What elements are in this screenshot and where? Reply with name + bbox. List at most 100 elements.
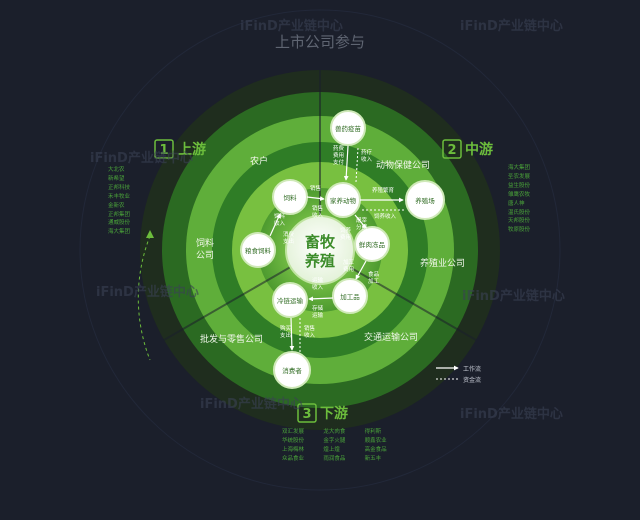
flow-label-tuzai: 分割 (356, 223, 368, 231)
company-item: 煌上煌 (323, 446, 340, 453)
label-pifa: 批发与零售公司 (200, 333, 263, 345)
midstream-company-list: 海大集团圣农发展益生股份雏鹰农牧唐人神温氏股份天邦股份牧原股份 (508, 164, 530, 235)
flow-label-shipin: 食品 (368, 270, 380, 278)
company-item: 雏鹰农牧 (508, 191, 531, 198)
section-midstream: 2 中游 (442, 139, 493, 159)
flow-label-xiaoshou: 销售 (310, 184, 321, 192)
section-number-box (442, 139, 462, 159)
flow-label-zhuanzhu: 销售 (304, 324, 315, 332)
watermark: iFinD产业链中心 (460, 406, 563, 422)
company-item: 新希望 (108, 175, 125, 182)
section-number: 2 (447, 143, 456, 158)
flow-labels: 药费 费用 支付 药疗 收入 养殖繁育 饲养收入 销售 销售 收入 饲料 收入 … (274, 144, 397, 339)
label-siliao-line1: 饲料 (196, 237, 214, 249)
svg-text:兽药疫苗: 兽药疫苗 (335, 124, 362, 133)
center-label-line2: 养殖 (304, 252, 335, 270)
flow-label-yaofei: 支付 (333, 158, 345, 166)
node-yangzhichang: 养殖场 (405, 180, 445, 220)
node-xianxian: 鲜肉冻品 (354, 226, 390, 262)
company-item: 金新农 (108, 202, 125, 209)
section-number-box (154, 139, 174, 159)
flow-label-shipin: 加工 (368, 277, 380, 285)
flow-arrow (343, 145, 349, 181)
svg-text:消费者: 消费者 (282, 366, 302, 375)
node-xiaofei: 消费者 (273, 351, 311, 389)
company-item: 圣农发展 (508, 173, 531, 180)
legend-money-label: 资金流 (463, 376, 481, 384)
money-arrows (299, 147, 404, 352)
node-yingshi: 粮食饲料 (240, 232, 276, 268)
company-item: 益生股份 (508, 182, 531, 189)
flow-label-yaofei: 费用 (333, 151, 344, 159)
left-arc-arrowhead (146, 230, 154, 238)
flow-arrow (289, 317, 295, 351)
watermark: iFinD产业链中心 (200, 396, 303, 412)
section-label: 上游 (178, 141, 206, 158)
company-item: 双汇发展 (282, 429, 305, 435)
flow-label-siliaofee: 饲料 (274, 212, 286, 220)
flow-arrow (354, 214, 367, 229)
company-item: 雨润食品 (323, 455, 346, 462)
section-upstream: 1 上游 (154, 139, 206, 159)
left-dashed-arc (137, 235, 151, 361)
flow-label-yaoliao: 收入 (361, 155, 373, 163)
watermark: iFinD产业链中心 (240, 18, 343, 34)
flow-label-siyang: 饲养收入 (374, 212, 397, 220)
flow-arrow (308, 296, 334, 302)
label-siliao-company: 饲料 公司 (196, 237, 217, 261)
svg-text:加工品: 加工品 (340, 292, 360, 301)
flow-label-siyangfee: 饲养 (340, 226, 352, 234)
company-item: 唐人神 (508, 200, 525, 207)
node-jiayang: 家养动物 (325, 182, 361, 218)
node-lenglian: 冷链运输 (272, 282, 308, 318)
outer-guide-ring (79, 9, 561, 491)
label-dongwu: 动物保健公司 (376, 159, 430, 171)
watermark: iFinD产业链中心 (90, 150, 193, 166)
company-item: 上海梅林 (282, 446, 305, 453)
legend-work-label: 工作流 (463, 365, 481, 373)
svg-text:养殖场: 养殖场 (415, 196, 435, 205)
flow-label-shouru: 收入 (312, 211, 324, 219)
company-item: 龙大肉食 (323, 429, 346, 435)
watermarks: iFinD产业链中心 iFinD产业链中心 iFinD产业链中心 iFinD产业… (90, 18, 565, 422)
section-label: 中游 (465, 141, 493, 158)
node-jiagong: 加工品 (332, 278, 368, 314)
flow-label-goumai: 购买 (280, 324, 292, 332)
company-item: 金字火腿 (323, 437, 346, 444)
company-item: 华统股份 (282, 437, 305, 444)
company-item: 天邦股份 (508, 218, 531, 225)
flow-label-siyangfee: 费用 (340, 233, 351, 241)
company-item: 众品食业 (282, 455, 305, 462)
company-item: 通威股份 (108, 220, 131, 227)
flow-label-yaoliao: 药疗 (361, 148, 373, 156)
company-item: 新五丰 (364, 455, 382, 462)
center-circle (285, 215, 355, 285)
flow-arrow (269, 213, 281, 237)
section-label: 下游 (320, 405, 348, 422)
svg-text:冷链运输: 冷链运输 (277, 296, 304, 305)
flow-arrows (269, 145, 404, 351)
flow-label-cunchu: 运输 (312, 311, 324, 319)
company-item: 正邦集团 (108, 211, 131, 218)
company-item: 顺鑫农业 (364, 437, 387, 444)
flow-label-xiaozhi: 支出 (283, 237, 294, 245)
center-label-line1: 畜牧 (305, 233, 336, 251)
flow-label-siliaofee: 收入 (274, 219, 286, 227)
flow-label-tuzai: 屠宰 (356, 216, 368, 224)
watermark: iFinD产业链中心 (96, 284, 199, 300)
flow-arrow (355, 260, 367, 280)
money-arrow (355, 147, 359, 183)
svg-text:家养动物: 家养动物 (330, 196, 357, 205)
flow-label-yunshu: 运输 (312, 276, 324, 284)
flow-label-xiaozhi: 消费 (283, 230, 295, 238)
svg-text:鲜肉冻品: 鲜肉冻品 (359, 240, 385, 249)
node-shouyao: 兽药疫苗 (330, 110, 366, 146)
flow-label-shouru: 销售 (312, 204, 323, 212)
label-nonghu: 农户 (250, 155, 268, 167)
company-item: 牧原股份 (508, 227, 531, 234)
flow-label-fanyu: 养殖繁育 (372, 186, 395, 194)
flow-label-yaofei: 药费 (333, 144, 345, 152)
company-item: 海大集团 (508, 165, 531, 171)
flow-arrow (306, 196, 325, 201)
